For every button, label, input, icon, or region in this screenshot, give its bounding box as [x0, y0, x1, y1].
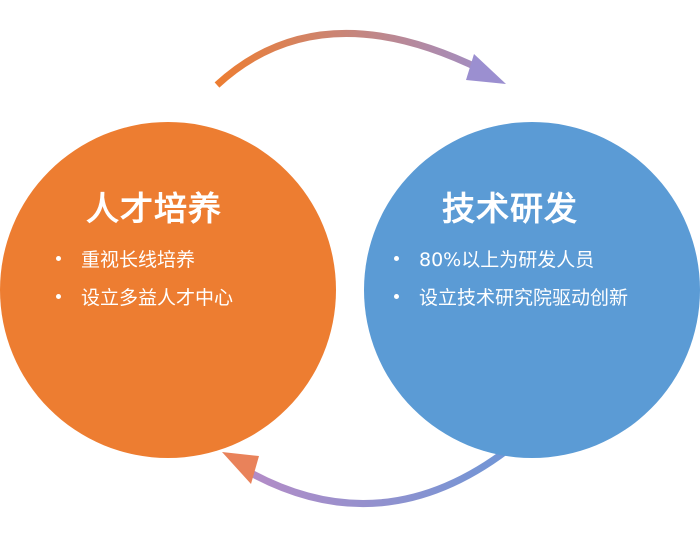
bullet-item: 重视长线培养: [56, 248, 233, 286]
bullet-text: 80%以上为研发人员: [419, 249, 595, 271]
bullet-item: 设立多益人才中心: [56, 286, 233, 324]
talent-cultivation-title: 人才培养: [86, 189, 222, 228]
bullet-dot-icon: [394, 294, 399, 299]
bullet-text: 设立多益人才中心: [81, 287, 234, 309]
talent-cultivation-circle: 人才培养 重视长线培养 设立多益人才中心: [0, 122, 336, 458]
tech-rnd-bullets: 80%以上为研发人员 设立技术研究院驱动创新: [394, 248, 628, 324]
tech-rnd-title: 技术研发: [442, 189, 578, 228]
bottom-arrow-arc: [240, 445, 513, 508]
bullet-text: 重视长线培养: [81, 249, 196, 271]
bullet-dot-icon: [394, 256, 399, 261]
tech-rnd-circle: 技术研发 80%以上为研发人员 设立技术研究院驱动创新: [364, 122, 700, 458]
top-arrow-arc: [214, 29, 484, 88]
curved-arrow-left-icon: [222, 452, 259, 484]
bullet-dot-icon: [56, 294, 61, 299]
bullet-item: 80%以上为研发人员: [394, 248, 628, 286]
bullet-item: 设立技术研究院驱动创新: [394, 286, 628, 324]
curved-arrow-right-icon: [466, 54, 506, 84]
talent-cultivation-bullets: 重视长线培养 设立多益人才中心: [56, 248, 233, 324]
bullet-text: 设立技术研究院驱动创新: [419, 287, 629, 309]
bullet-dot-icon: [56, 256, 61, 261]
